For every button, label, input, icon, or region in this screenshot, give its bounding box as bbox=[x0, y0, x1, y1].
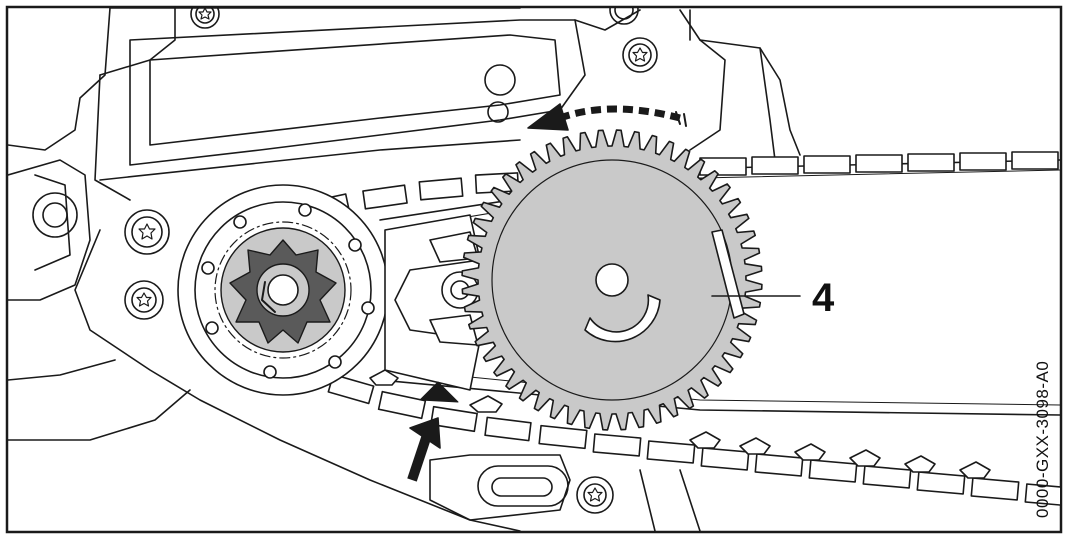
direction-arrow-icon bbox=[407, 381, 459, 482]
rotation-arrow-icon bbox=[527, 103, 687, 131]
chain-tensioner bbox=[384, 214, 481, 391]
cutter-teeth bbox=[369, 369, 991, 479]
drive-sprocket bbox=[229, 239, 337, 344]
saw-chain-bottom bbox=[282, 352, 1060, 507]
figure-reference-code: 0000-GXX-3098-A0 bbox=[1033, 361, 1052, 518]
saw-chain-top bbox=[305, 151, 1059, 221]
callout-number: 4 bbox=[812, 276, 835, 320]
outer-border bbox=[5, 5, 1063, 534]
screw-icons bbox=[32, 8, 658, 514]
tensioning-gear bbox=[461, 129, 763, 431]
housing-outline bbox=[8, 8, 801, 531]
